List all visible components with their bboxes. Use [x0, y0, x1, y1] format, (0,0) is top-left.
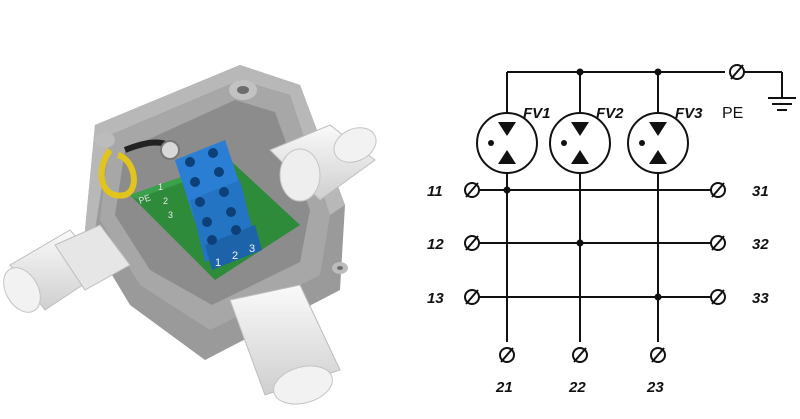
label-33: 33	[752, 290, 769, 307]
label-23: 23	[646, 379, 664, 396]
cable-gland-right	[269, 124, 377, 202]
top-bus	[506, 68, 725, 112]
board-label-3: 3	[168, 210, 173, 220]
terminal-label-1: 1	[215, 257, 221, 269]
pe-label: PE	[722, 105, 743, 122]
terminal-12	[464, 235, 480, 251]
terminal-11	[464, 182, 480, 198]
junction-box-photo: PE 1 2 3 1 2 3	[3, 65, 377, 405]
cable-gland-bottom	[229, 284, 341, 405]
label-13: 13	[427, 290, 444, 307]
board-label-2: 2	[163, 196, 168, 206]
cable-gland-left	[3, 224, 131, 313]
terminal-blocks: 1 2 3	[175, 140, 262, 270]
board-label-1: 1	[158, 182, 163, 192]
label-32: 32	[752, 236, 769, 253]
wiring-schematic: PE FV1 FV2 FV3	[427, 64, 796, 396]
board-label-pe: PE	[137, 192, 152, 206]
terminal-22	[572, 347, 588, 363]
bus-line-2	[479, 239, 711, 247]
label-12: 12	[427, 236, 444, 253]
terminal-33	[710, 289, 726, 305]
terminal-23	[650, 347, 666, 363]
pe-terminal	[729, 64, 796, 111]
bus-line-3	[479, 293, 711, 301]
arrester-fv2	[549, 112, 611, 174]
arrester-fv3	[627, 112, 689, 174]
label-31: 31	[752, 183, 769, 200]
label-21: 21	[495, 379, 513, 396]
ground-wire	[98, 139, 180, 199]
terminal-21	[499, 347, 515, 363]
terminal-31	[710, 182, 726, 198]
arrester-label-fv3: FV3	[675, 105, 703, 122]
arrester-fv1	[476, 112, 538, 174]
terminal-13	[464, 289, 480, 305]
terminal-label-3: 3	[249, 243, 255, 255]
terminal-label-2: 2	[232, 250, 238, 262]
bus-line-1	[479, 186, 711, 194]
label-22: 22	[568, 379, 586, 396]
arrester-label-fv1: FV1	[523, 105, 551, 122]
terminal-32	[710, 235, 726, 251]
arrester-label-fv2: FV2	[596, 105, 624, 122]
label-11: 11	[427, 183, 443, 200]
